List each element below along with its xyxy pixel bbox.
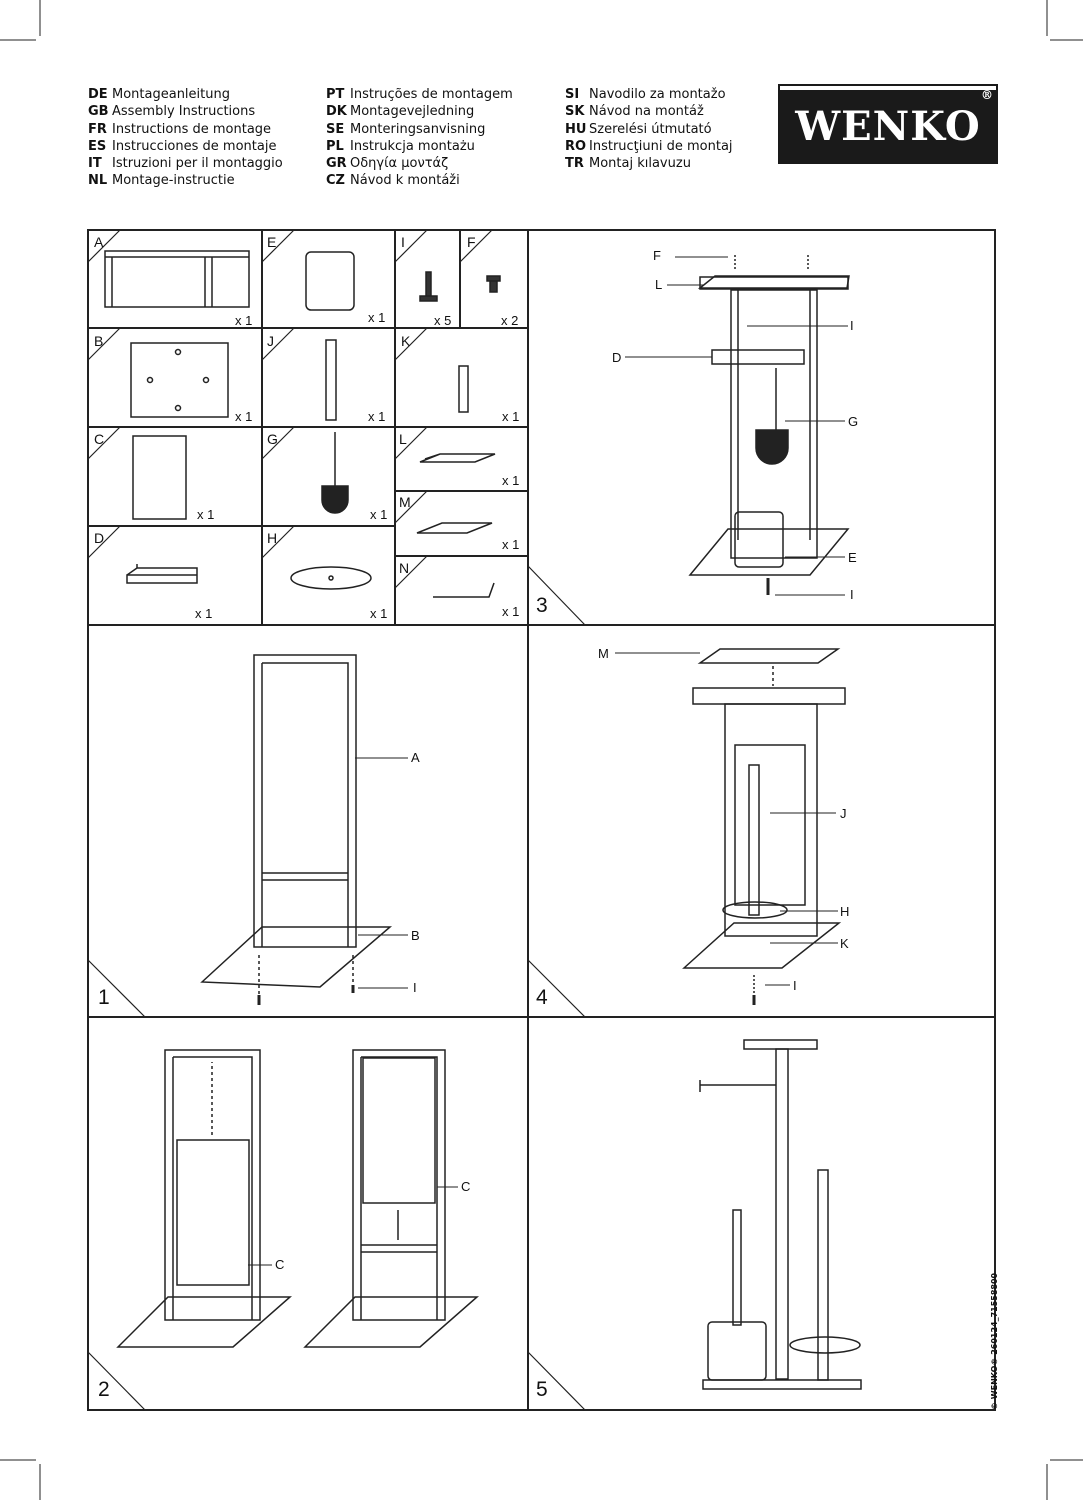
callout: I xyxy=(793,978,797,993)
part-label: H xyxy=(267,530,278,546)
part-label: E xyxy=(267,234,277,250)
part-G-brush xyxy=(321,432,349,514)
part-B-plate xyxy=(130,342,229,418)
part-label: L xyxy=(399,431,407,447)
callout: I xyxy=(850,318,854,333)
step1-drawing xyxy=(200,654,393,1005)
callout: J xyxy=(840,806,847,821)
callout: B xyxy=(411,928,420,943)
callout: F xyxy=(653,248,661,263)
callout: I xyxy=(850,587,854,602)
part-qty: x 1 xyxy=(235,313,253,328)
step-number: 1 xyxy=(98,986,110,1009)
part-label: J xyxy=(267,333,274,349)
grid-frame xyxy=(87,229,996,1411)
copyright-text: © WENKO® 260124_71558800 xyxy=(990,1272,999,1410)
part-qty: x 1 xyxy=(502,409,520,424)
part-qty: x 1 xyxy=(370,606,388,621)
part-label: N xyxy=(399,560,410,576)
part-label: A xyxy=(94,234,104,250)
callout: C xyxy=(461,1179,471,1194)
wenko-logo: WENKO® xyxy=(778,84,998,164)
step-number: 4 xyxy=(536,986,548,1009)
part-qty: x 1 xyxy=(235,409,253,424)
callout: M xyxy=(598,646,609,661)
part-D-holder xyxy=(126,564,198,584)
callout: L xyxy=(655,277,663,292)
part-K-pole xyxy=(458,365,469,413)
part-qty: x 1 xyxy=(197,507,215,522)
part-qty: x 1 xyxy=(195,606,213,621)
part-label: G xyxy=(267,431,278,447)
step3-drawing xyxy=(688,255,850,595)
part-E-box xyxy=(305,251,355,311)
part-H-disc xyxy=(290,566,372,590)
step-number: 5 xyxy=(536,1378,548,1401)
callout: H xyxy=(840,904,850,919)
step-number: 3 xyxy=(536,594,548,617)
callout: A xyxy=(411,750,420,765)
part-qty: x 5 xyxy=(434,313,452,328)
part-M-glass xyxy=(416,522,493,534)
corner-tabs xyxy=(87,229,586,1411)
part-qty: x 1 xyxy=(368,310,386,325)
part-label: D xyxy=(94,530,105,546)
callout: D xyxy=(612,350,622,365)
step4-drawing xyxy=(682,648,846,1005)
part-qty: x 1 xyxy=(502,537,520,552)
part-qty: x 1 xyxy=(502,604,520,619)
leader-lines xyxy=(248,256,848,1266)
part-label: I xyxy=(401,234,405,250)
part-C-panel xyxy=(132,435,187,520)
part-label: C xyxy=(94,431,105,447)
part-qty: x 1 xyxy=(368,409,386,424)
part-qty: x 1 xyxy=(502,473,520,488)
callout: G xyxy=(848,414,859,429)
callout: C xyxy=(275,1257,285,1272)
callout: E xyxy=(848,550,857,565)
part-L-tray xyxy=(419,453,496,463)
part-label: M xyxy=(399,494,411,510)
callout: K xyxy=(840,936,849,951)
part-J-pole xyxy=(325,339,337,421)
part-qty: x 1 xyxy=(370,507,388,522)
step2-drawing xyxy=(116,1049,479,1348)
part-label: K xyxy=(401,333,411,349)
step-number: 2 xyxy=(98,1378,110,1401)
part-qty: x 2 xyxy=(501,313,519,328)
part-A-frame xyxy=(104,250,250,308)
step5-drawing xyxy=(699,1039,862,1390)
callout: I xyxy=(413,980,417,995)
part-N-key xyxy=(433,582,495,598)
part-I-screw xyxy=(419,271,438,302)
part-F-screw xyxy=(486,275,501,293)
part-label: F xyxy=(467,234,476,250)
part-label: B xyxy=(94,333,104,349)
